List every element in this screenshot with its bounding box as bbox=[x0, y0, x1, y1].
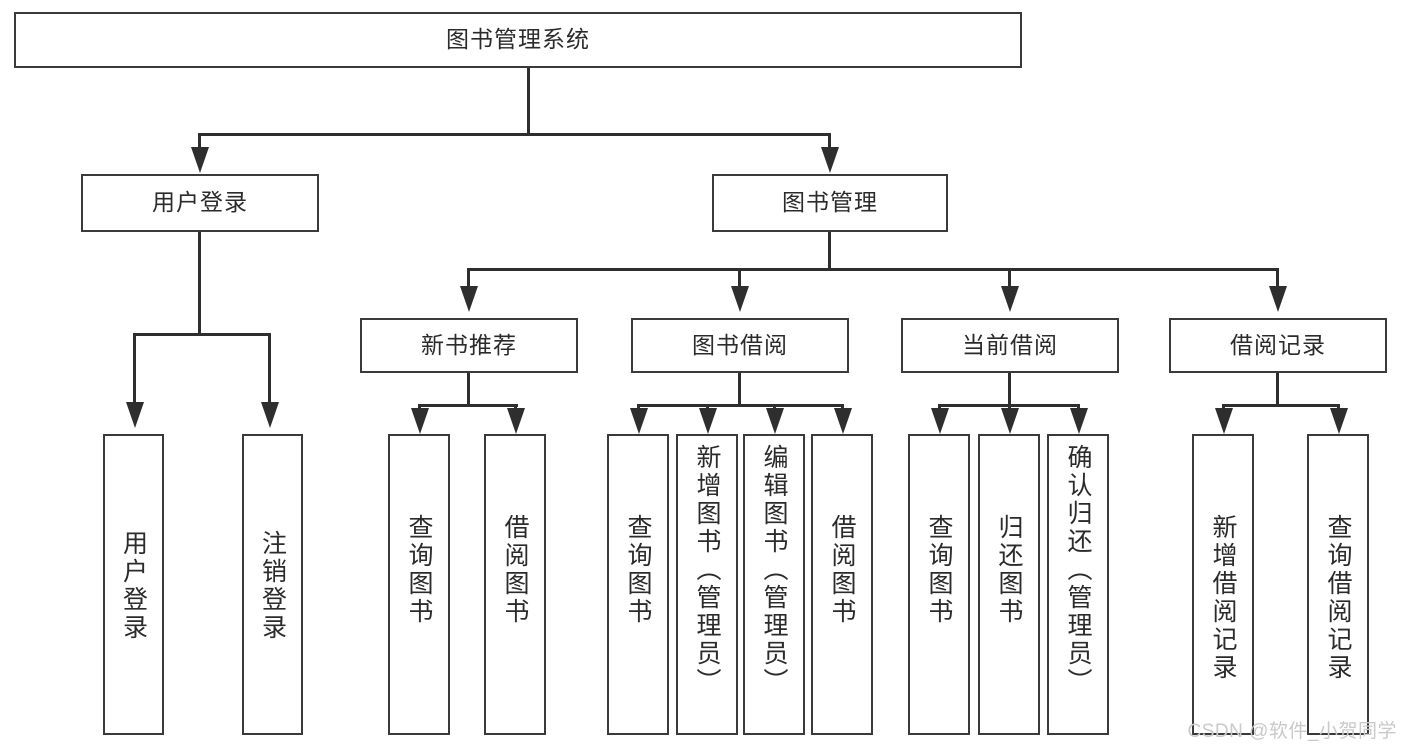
node-label: 图书管理系统 bbox=[446, 26, 590, 53]
arrowhead-root-to-bookmgmt bbox=[821, 147, 839, 173]
connector-login-stem bbox=[198, 232, 201, 336]
arrowhead-borrow-leaf-0 bbox=[630, 408, 648, 434]
node-label: 新增图书（管理员） bbox=[693, 444, 721, 696]
node-borrow-record[interactable]: 借阅记录 bbox=[1169, 318, 1387, 373]
leaf-borrow-book[interactable]: 借阅图书 bbox=[811, 434, 873, 735]
connector-login-to-leaf-0 bbox=[133, 333, 136, 405]
connector-record-stem bbox=[1276, 373, 1279, 407]
node-label: 借阅图书 bbox=[828, 514, 856, 626]
node-label: 借阅图书 bbox=[501, 514, 529, 626]
arrowhead-root-to-login bbox=[191, 147, 209, 173]
arrowhead-login-leaf-1 bbox=[261, 402, 279, 428]
node-book-borrow[interactable]: 图书借阅 bbox=[631, 318, 849, 373]
leaf-query-book-recommend[interactable]: 查询图书 bbox=[388, 434, 450, 735]
arrowhead-bookmgmt-l3-1 bbox=[731, 286, 749, 312]
node-label: 用户登录 bbox=[152, 189, 248, 216]
connector-login-to-leaf-1 bbox=[268, 333, 271, 405]
node-current-borrow[interactable]: 当前借阅 bbox=[901, 318, 1119, 373]
connector-current-stem bbox=[1008, 373, 1011, 407]
node-label: 注销登录 bbox=[258, 530, 287, 642]
connector-root-bar bbox=[198, 133, 830, 136]
leaf-add-book-admin[interactable]: 新增图书（管理员） bbox=[676, 434, 738, 735]
node-label: 查询图书 bbox=[405, 514, 433, 626]
arrowhead-bookmgmt-l3-0 bbox=[460, 286, 478, 312]
leaf-confirm-return-admin[interactable]: 确认归还（管理员） bbox=[1047, 434, 1109, 735]
arrowhead-login-leaf-0 bbox=[126, 402, 144, 428]
arrowhead-current-leaf-1 bbox=[1001, 408, 1019, 434]
arrowhead-record-leaf-0 bbox=[1215, 408, 1233, 434]
node-root-system[interactable]: 图书管理系统 bbox=[14, 12, 1022, 68]
connector-borrow-bar bbox=[637, 404, 844, 407]
node-label: 图书管理 bbox=[782, 189, 878, 216]
arrowhead-record-leaf-1 bbox=[1330, 408, 1348, 434]
leaf-add-borrow-record[interactable]: 新增借阅记录 bbox=[1192, 434, 1254, 735]
node-label: 图书借阅 bbox=[692, 331, 788, 358]
node-label: 查询图书 bbox=[624, 514, 652, 626]
node-label: 编辑图书（管理员） bbox=[760, 444, 788, 696]
connector-bookmgmt-bar bbox=[467, 268, 1279, 271]
node-label: 确认归还（管理员） bbox=[1064, 444, 1092, 696]
arrowhead-bookmgmt-l3-2 bbox=[1001, 286, 1019, 312]
arrowhead-recommend-leaf-0 bbox=[411, 408, 429, 434]
node-new-book-recommend[interactable]: 新书推荐 bbox=[360, 318, 578, 373]
arrowhead-current-leaf-2 bbox=[1070, 408, 1088, 434]
leaf-query-book-current[interactable]: 查询图书 bbox=[908, 434, 970, 735]
connector-root-to-bookmgmt bbox=[828, 133, 831, 151]
connector-record-bar bbox=[1222, 404, 1340, 407]
leaf-user-login[interactable]: 用户登录 bbox=[103, 434, 164, 735]
node-user-login[interactable]: 用户登录 bbox=[81, 174, 319, 232]
leaf-edit-book-admin[interactable]: 编辑图书（管理员） bbox=[743, 434, 805, 735]
csdn-watermark: CSDN @软件_小贺同学 bbox=[1187, 721, 1397, 742]
arrowhead-bookmgmt-l3-3 bbox=[1269, 286, 1287, 312]
connector-login-bar bbox=[133, 333, 270, 336]
connector-bookmgmt-to-l3-0 bbox=[467, 268, 470, 288]
arrowhead-borrow-leaf-1 bbox=[699, 408, 717, 434]
node-label: 查询借阅记录 bbox=[1324, 514, 1352, 682]
node-label: 查询图书 bbox=[925, 514, 953, 626]
node-label: 新书推荐 bbox=[421, 331, 517, 358]
leaf-return-book[interactable]: 归还图书 bbox=[978, 434, 1040, 735]
connector-bookmgmt-to-l3-1 bbox=[738, 268, 741, 288]
leaf-logout[interactable]: 注销登录 bbox=[242, 434, 303, 735]
connector-bookmgmt-to-l3-2 bbox=[1008, 268, 1011, 288]
arrowhead-recommend-leaf-1 bbox=[507, 408, 525, 434]
node-label: 归还图书 bbox=[995, 514, 1023, 626]
node-label: 新增借阅记录 bbox=[1209, 514, 1237, 682]
node-label: 用户登录 bbox=[119, 530, 148, 642]
node-label: 当前借阅 bbox=[962, 331, 1058, 358]
connector-borrow-stem bbox=[738, 373, 741, 407]
connector-root-to-login bbox=[198, 133, 201, 151]
connector-recommend-bar bbox=[418, 404, 518, 407]
node-label: 借阅记录 bbox=[1230, 331, 1326, 358]
leaf-query-borrow-record[interactable]: 查询借阅记录 bbox=[1307, 434, 1369, 735]
leaf-borrow-book-recommend[interactable]: 借阅图书 bbox=[484, 434, 546, 735]
arrowhead-current-leaf-0 bbox=[931, 408, 949, 434]
connector-bookmgmt-stem bbox=[828, 232, 831, 270]
arrowhead-borrow-leaf-3 bbox=[834, 408, 852, 434]
connector-recommend-stem bbox=[467, 373, 470, 407]
connector-root-stem bbox=[527, 68, 530, 136]
node-book-management[interactable]: 图书管理 bbox=[712, 174, 948, 232]
leaf-query-book-borrow[interactable]: 查询图书 bbox=[607, 434, 669, 735]
arrowhead-borrow-leaf-2 bbox=[766, 408, 784, 434]
connector-bookmgmt-to-l3-3 bbox=[1276, 268, 1279, 288]
